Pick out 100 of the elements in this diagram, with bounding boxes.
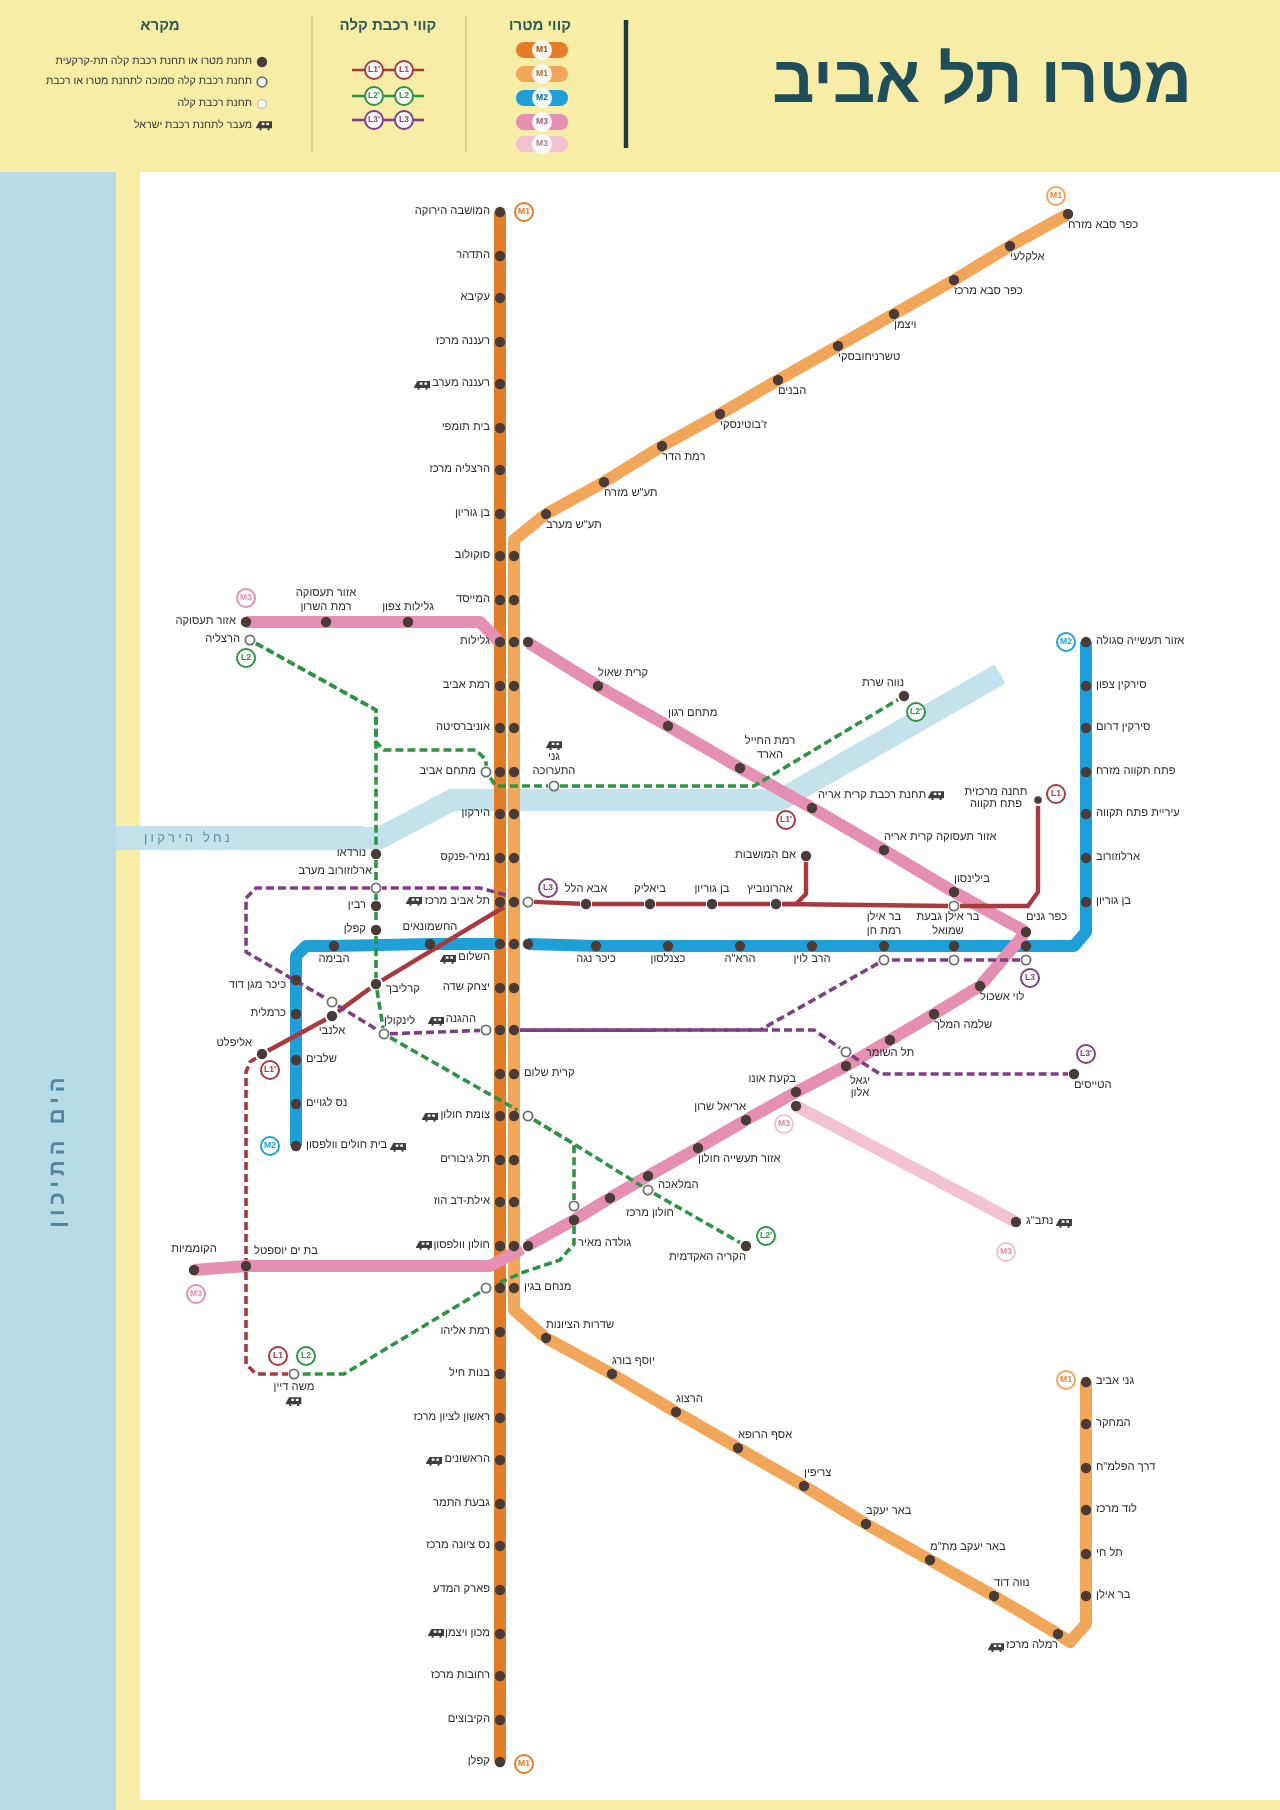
metro-line xyxy=(1080,728,1092,772)
metro-line xyxy=(494,1676,506,1720)
light-rail-line xyxy=(374,936,378,978)
metro-line xyxy=(648,1145,698,1179)
metro-line xyxy=(508,685,520,729)
light-rail-line xyxy=(718,901,770,907)
metro-line xyxy=(954,889,1026,935)
metro-line xyxy=(1080,1468,1092,1510)
metro-line xyxy=(1080,772,1092,814)
metro-line xyxy=(494,341,506,385)
metro-line xyxy=(804,1483,866,1527)
metro-line xyxy=(528,1217,574,1249)
metro-line xyxy=(494,1073,506,1117)
metro-line xyxy=(494,255,506,299)
metro-line xyxy=(1058,1596,1092,1648)
metro-line xyxy=(838,311,894,349)
metro-line xyxy=(668,940,740,952)
metro-line xyxy=(508,814,520,858)
metro-line xyxy=(494,1030,506,1074)
metro-line xyxy=(334,938,430,952)
metro-line xyxy=(494,901,506,944)
metro-line xyxy=(1080,1554,1092,1596)
metro-line xyxy=(494,858,506,901)
metro-line xyxy=(508,556,520,600)
metro-line xyxy=(508,1030,520,1074)
metro-line xyxy=(494,1202,506,1246)
metro-line xyxy=(812,940,884,952)
metro-line xyxy=(408,616,501,643)
light-rail-line xyxy=(782,862,809,907)
metro-line xyxy=(494,728,506,772)
metro-line xyxy=(994,1593,1058,1637)
metro-line xyxy=(1080,1382,1092,1424)
metro-line xyxy=(720,377,778,417)
metro-line xyxy=(884,940,954,952)
metro-line xyxy=(954,243,1010,283)
metro-line xyxy=(508,1288,546,1339)
metro-line xyxy=(508,1116,520,1160)
metro-line xyxy=(1010,211,1068,249)
metro-line xyxy=(508,858,520,901)
metro-line xyxy=(508,944,520,987)
river xyxy=(116,826,364,850)
light-rail-line xyxy=(560,698,899,788)
metro-line xyxy=(812,805,884,853)
metro-line xyxy=(1080,858,1092,902)
metro-line xyxy=(494,1546,506,1590)
metro-line xyxy=(494,1417,506,1461)
metro-line xyxy=(494,1719,506,1763)
metro-line xyxy=(508,642,520,686)
metro-line xyxy=(494,987,506,1031)
metro-line xyxy=(610,1173,648,1201)
metro-line xyxy=(494,1116,506,1160)
metro-line xyxy=(546,479,604,517)
metro-line xyxy=(846,1037,890,1069)
sea-name: הים התיכון xyxy=(46,1072,70,1228)
metro-line xyxy=(796,1063,846,1095)
metro-line xyxy=(494,427,506,471)
light-rail-line xyxy=(300,1290,481,1376)
metro-line xyxy=(290,1060,302,1104)
metro-line xyxy=(604,443,662,485)
light-rail-line xyxy=(375,989,385,1029)
metro-line xyxy=(194,1260,246,1276)
metro-line xyxy=(494,1245,506,1289)
metro-line xyxy=(979,933,1026,986)
metro-line xyxy=(662,411,720,449)
metro-line xyxy=(494,298,506,342)
metro-line xyxy=(290,1104,302,1146)
metro-line xyxy=(508,1159,520,1203)
light-rail-line xyxy=(533,1118,576,1200)
metro-line xyxy=(494,1159,506,1203)
metro-line xyxy=(778,343,838,383)
metro-line xyxy=(546,1335,612,1377)
light-rail-line xyxy=(374,894,378,900)
metro-line xyxy=(934,983,980,1017)
metro-line xyxy=(508,512,546,557)
metro-line xyxy=(1080,1424,1092,1468)
metro-line xyxy=(494,212,506,255)
light-rail-line xyxy=(890,958,948,962)
light-rail-line xyxy=(960,806,1041,909)
metro-line xyxy=(494,1503,506,1547)
light-rail-line xyxy=(520,1028,842,1050)
metro-line xyxy=(954,940,1026,952)
metro-line xyxy=(508,771,520,815)
light-rail-line xyxy=(255,641,488,766)
light-rail-line xyxy=(244,1272,288,1376)
metro-line xyxy=(290,940,334,980)
metro-line xyxy=(290,980,302,1014)
map-title: מטרו תל אביב xyxy=(772,40,1192,120)
metro-line xyxy=(698,1117,746,1151)
light-rail-line xyxy=(592,901,644,907)
metro-line xyxy=(494,556,506,600)
light-rail-line xyxy=(337,1004,379,1032)
metro-line xyxy=(246,1245,523,1272)
metro-line xyxy=(246,616,326,628)
metro-line xyxy=(740,765,812,811)
light-rail-line xyxy=(960,958,1020,962)
metro-line xyxy=(508,901,520,944)
light-rail-line xyxy=(382,886,507,897)
metro-line xyxy=(494,1633,506,1676)
light-rail-line xyxy=(336,986,372,1014)
metro-line xyxy=(494,599,506,643)
